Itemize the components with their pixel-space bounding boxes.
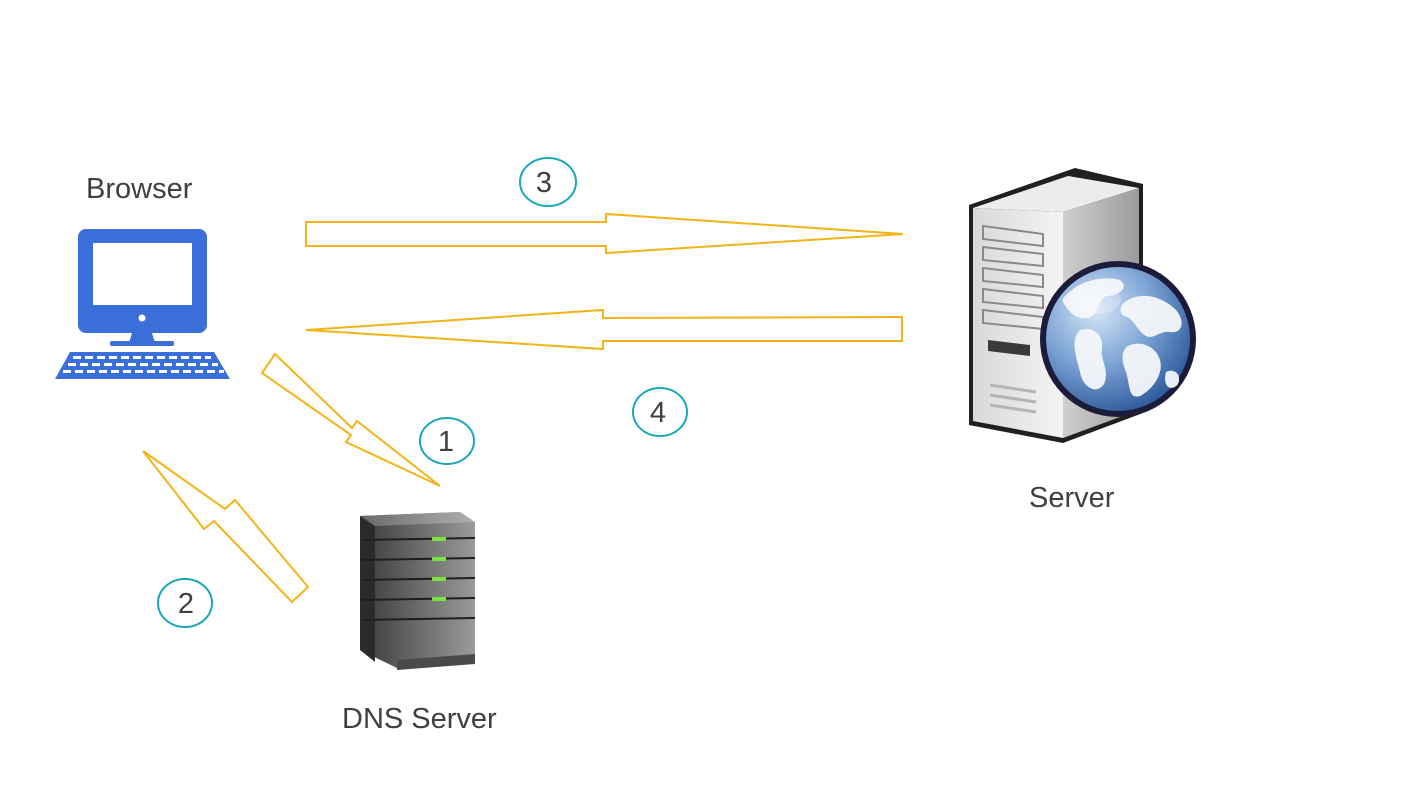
- computer-icon: [55, 229, 230, 379]
- step-number: 1: [438, 426, 454, 458]
- arrow-step-2: [142, 450, 310, 604]
- dns-server-label: DNS Server: [342, 703, 497, 735]
- step-number: 4: [650, 397, 666, 429]
- web-server-icon: [969, 168, 1196, 443]
- step-badge-3: 3: [519, 157, 577, 207]
- arrow-step-3: [305, 212, 904, 255]
- step-number: 3: [536, 167, 552, 199]
- step-number: 2: [178, 588, 194, 620]
- server-label: Server: [1029, 482, 1115, 514]
- arrow-step-4: [305, 308, 903, 351]
- arrow-step-1: [260, 352, 441, 487]
- step-badge-1: 1: [419, 417, 475, 465]
- dns-server-icon: [360, 512, 476, 670]
- step-badge-4: 4: [632, 387, 688, 437]
- browser-label: Browser: [86, 173, 193, 205]
- step-badge-2: 2: [157, 578, 213, 628]
